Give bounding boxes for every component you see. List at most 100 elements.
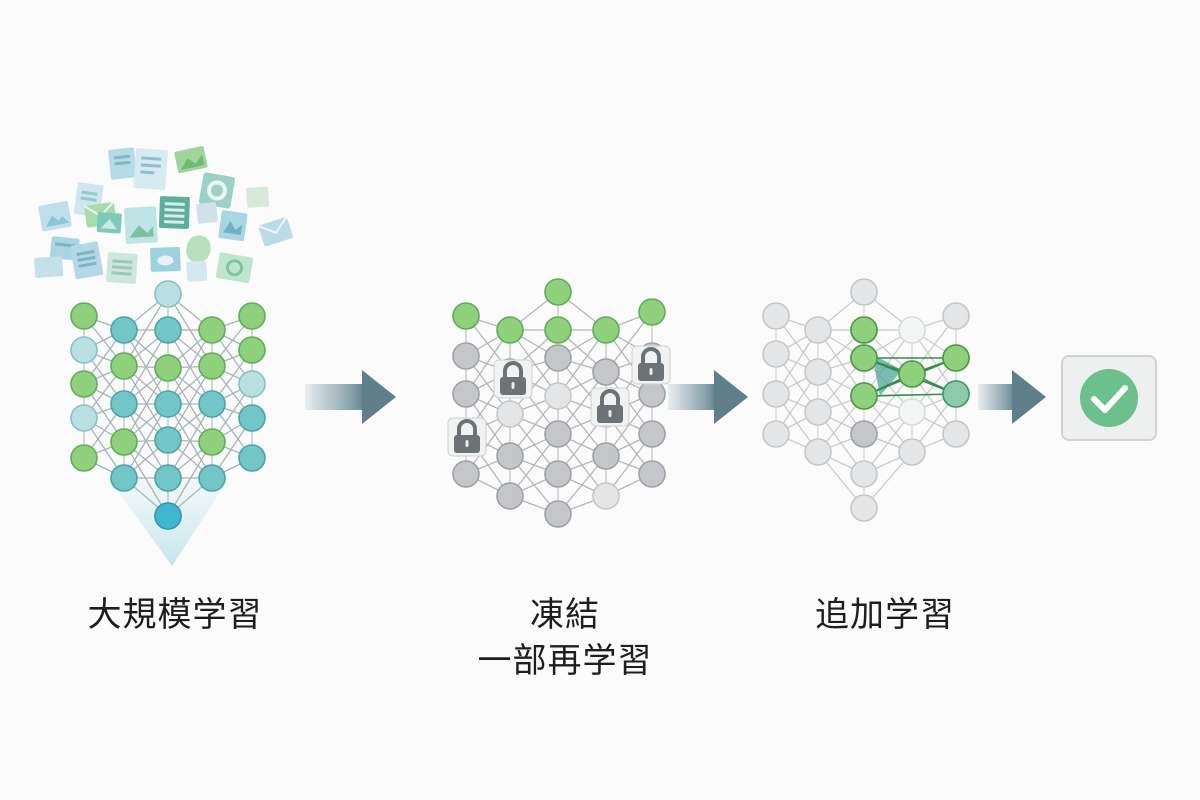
network-node [898, 438, 926, 466]
network-node [70, 302, 98, 330]
network-node [70, 370, 98, 398]
network-node [70, 444, 98, 472]
document-icon [70, 241, 104, 280]
output-node [154, 502, 182, 530]
network-node [238, 444, 266, 472]
network-node [452, 460, 480, 488]
image-icon [38, 201, 72, 232]
image-icon [124, 206, 158, 244]
network-node [898, 316, 926, 344]
stage-label-additional-training: 追加学習 [750, 592, 1020, 638]
document-icon [34, 256, 64, 278]
stage-label-pretraining: 大規模学習 [40, 592, 310, 638]
stage-label-line: 追加学習 [815, 595, 955, 635]
mail-icon [257, 216, 293, 247]
checkmark-box [1061, 355, 1157, 441]
network-node [850, 420, 878, 448]
document-icon [133, 148, 168, 191]
network-node [850, 316, 878, 344]
network-node [804, 316, 832, 344]
network-node [638, 420, 666, 448]
network-node [496, 316, 524, 344]
network-node [110, 390, 138, 418]
stage-label-line: 一部再学習 [477, 641, 653, 681]
document-icon [106, 252, 138, 284]
network-node [544, 382, 572, 410]
image-icon [96, 212, 122, 234]
arrow-icon [305, 370, 396, 424]
network-node [198, 352, 226, 380]
network-node [762, 380, 790, 408]
trained-subnetwork [850, 316, 970, 410]
network-node [942, 380, 970, 408]
network-edge [123, 403, 169, 479]
network-edge [123, 365, 169, 441]
network-node [942, 420, 970, 448]
image-icon [218, 210, 248, 242]
arrow-icon [668, 370, 748, 424]
network-node [762, 340, 790, 368]
image-icon [186, 235, 211, 263]
stage-label-line: 凍結 [530, 595, 600, 635]
network-node [110, 316, 138, 344]
document-icon [186, 260, 208, 282]
network-node [198, 428, 226, 456]
data-documents-cloud [34, 146, 293, 284]
cloud-icon [150, 247, 181, 272]
chart-icon [198, 172, 236, 209]
padlock-icon [631, 345, 671, 385]
network-node [638, 460, 666, 488]
network-node [592, 358, 620, 386]
network-node [238, 336, 266, 364]
network-edge [167, 329, 213, 405]
network-node [154, 426, 182, 454]
network-node [762, 302, 790, 330]
network-edge [123, 367, 169, 443]
network-node [850, 344, 878, 372]
network-node [544, 420, 572, 448]
network-node [70, 336, 98, 364]
arrow-icon [978, 370, 1046, 424]
chart-icon [215, 252, 254, 284]
padlock-icon [447, 417, 487, 457]
network-node [942, 302, 970, 330]
network-nodes [70, 280, 266, 530]
network-node [198, 464, 226, 492]
network-node [638, 380, 666, 408]
network-node [452, 302, 480, 330]
network-node [496, 442, 524, 470]
network-node [154, 354, 182, 382]
network-edge [167, 367, 213, 443]
network-node [238, 404, 266, 432]
network-node [238, 302, 266, 330]
network-edge [167, 365, 213, 441]
network-node [70, 404, 98, 432]
network-node [544, 316, 572, 344]
network-node [592, 316, 620, 344]
network-node [544, 500, 572, 528]
padlock-icon [493, 359, 533, 399]
network-node [198, 316, 226, 344]
network-node [154, 316, 182, 344]
network-node [198, 390, 226, 418]
network-edge [123, 329, 169, 405]
checkmark-icon [1080, 369, 1138, 427]
network-node [850, 382, 878, 410]
network-node [452, 342, 480, 370]
document-icon [158, 196, 190, 229]
network-node [154, 390, 182, 418]
network-node [496, 400, 524, 428]
network-node [544, 278, 572, 306]
network-node [592, 442, 620, 470]
network-node [850, 494, 878, 522]
network-node [942, 344, 970, 372]
network-node [638, 298, 666, 326]
document-icon [108, 147, 137, 180]
network-node [154, 280, 182, 308]
network-node [544, 460, 572, 488]
network-node [110, 428, 138, 456]
network-node [452, 380, 480, 408]
image-icon [246, 186, 270, 208]
network-node [496, 482, 524, 510]
